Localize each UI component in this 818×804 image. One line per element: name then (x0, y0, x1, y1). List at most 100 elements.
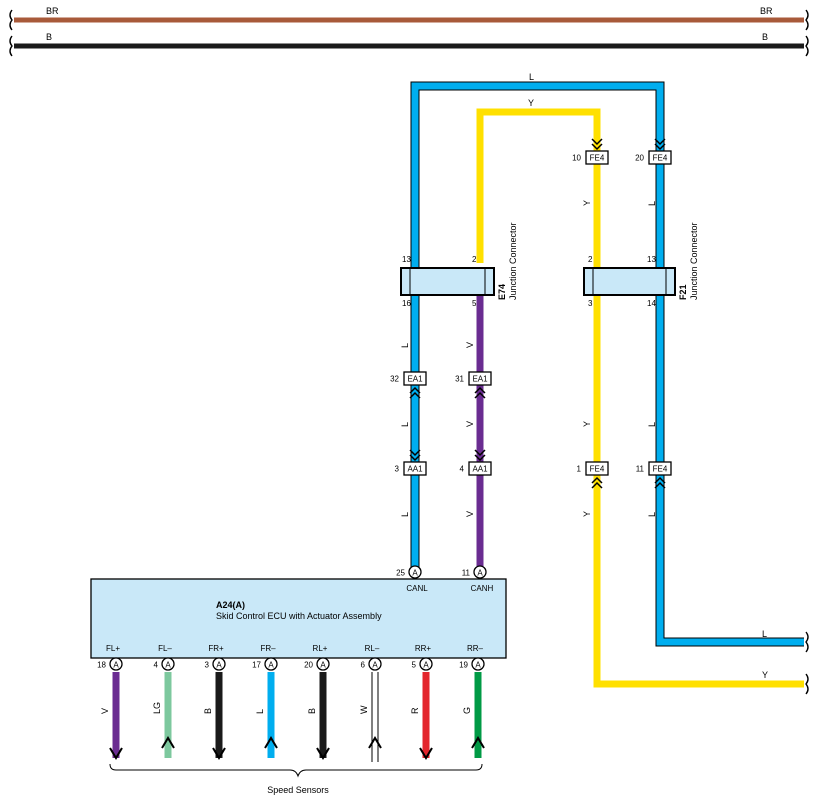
arrow-down (419, 747, 433, 760)
b-bus: B B (9, 32, 809, 57)
arrow-up (368, 736, 382, 749)
wire-color-label: L (255, 709, 265, 714)
pin-signal: CANH (471, 584, 494, 593)
pin-connector-letter: A (372, 661, 378, 670)
ecu-name: Skid Control ECU with Actuator Assembly (216, 611, 382, 621)
ea1-right-name: EA1 (472, 375, 488, 384)
wire-label-fe-y: Y (582, 200, 592, 206)
b-break-left (9, 35, 13, 57)
pin-number: 3 (205, 661, 210, 670)
pin-circle (161, 657, 175, 671)
pin-circle (419, 657, 433, 671)
sensor-wire-rl-minus: RL–A6W (359, 644, 382, 762)
y-wire (476, 108, 804, 688)
wire-label-f21-l1: L (647, 422, 657, 427)
f21-pin-14: 14 (647, 299, 656, 308)
pin-connector-letter: A (477, 569, 483, 578)
pin-number: 5 (412, 661, 417, 670)
b-label-right: B (762, 32, 768, 42)
pin-connector-letter: A (165, 661, 171, 670)
pin-circle (368, 657, 382, 671)
br-label-right: BR (760, 6, 773, 16)
connector-ea1-left: EA1 32 (390, 371, 427, 399)
wire-label-fe-l: L (647, 201, 657, 206)
wire-label-e74-l3: L (400, 512, 410, 517)
speed-sensors-label: Speed Sensors (267, 785, 329, 795)
pin-number: 17 (252, 661, 261, 670)
wire-color-label: W (359, 705, 369, 714)
wire-label-e74-l1: L (400, 343, 410, 348)
br-break-left (9, 9, 13, 31)
e74-name: Junction Connector (508, 222, 518, 300)
e74-id: E74 (497, 284, 507, 300)
pin-number: 19 (459, 661, 468, 670)
br-label-left: BR (46, 6, 59, 16)
pin-connector-letter: A (268, 661, 274, 670)
sensor-wire-rr-plus: RR+A5R (410, 644, 433, 760)
pin-number: 4 (154, 661, 159, 670)
pin-number: 25 (396, 569, 405, 578)
br-bus: BR BR (9, 6, 809, 31)
ecu-bottom-pins: FL+A18VFL–A4LGFR+A3BFR–A17LRL+A20BRL–A6W… (97, 644, 485, 762)
f21-pin-13: 13 (647, 255, 656, 264)
sensor-wire-fr-plus: FR+A3B (203, 644, 226, 760)
wire-label-f21-y2: Y (582, 511, 592, 517)
arrow-down (316, 747, 330, 760)
b-label-left: B (46, 32, 52, 42)
fe4-top-left-pin: 10 (572, 154, 581, 163)
wire-color-label: R (410, 707, 420, 714)
e74-pin-2: 2 (472, 255, 477, 264)
wire-label-f21-y1: Y (582, 421, 592, 427)
f21-pin-2: 2 (588, 255, 593, 264)
pin-number: 6 (361, 661, 366, 670)
ecu-a24: A24(A) Skid Control ECU with Actuator As… (90, 578, 507, 659)
fe4-top-left-name: FE4 (590, 154, 605, 163)
e74-pin-16: 16 (402, 299, 411, 308)
fe4-bottom-left-name: FE4 (590, 465, 605, 474)
wire-label-out-l: L (762, 629, 767, 639)
pin-connector-letter: A (423, 661, 429, 670)
aa1-right-pin: 4 (460, 465, 465, 474)
connector-fe4-top-left: FE4 10 (572, 138, 609, 165)
pin-circle (471, 657, 485, 671)
fe4-top-right-pin: 20 (635, 154, 644, 163)
connector-aa1-left: AA1 3 (395, 449, 427, 476)
connector-aa1-right: AA1 4 (460, 449, 492, 476)
y-out-break (805, 673, 809, 695)
br-break-right (805, 9, 809, 31)
e74-pin-5: 5 (472, 299, 477, 308)
f21-pin-3: 3 (588, 299, 593, 308)
pin-circle (316, 657, 330, 671)
wire-color-label: B (307, 708, 317, 714)
pin-signal: FR– (260, 644, 276, 653)
junction-connector-f21: 2 13 3 14 F21 Junction Connector (583, 222, 699, 308)
wire-label-e74-v2: V (465, 421, 475, 427)
fe4-bottom-right-name: FE4 (653, 465, 668, 474)
e74-body (400, 267, 495, 296)
wire-color-label: LG (152, 702, 162, 714)
arrow-up (264, 736, 278, 749)
aa1-right-name: AA1 (472, 465, 488, 474)
wire-label-out-y: Y (762, 670, 768, 680)
fe4-bottom-left-pin: 1 (577, 465, 582, 474)
pin-circle (473, 565, 487, 579)
connector-fe4-top-right: FE4 20 (635, 138, 672, 165)
pin-connector-letter: A (412, 569, 418, 578)
f21-id: F21 (678, 284, 688, 300)
wire-color-label: B (203, 708, 213, 714)
f21-body (583, 267, 676, 296)
aa1-left-pin: 3 (395, 465, 400, 474)
pin-signal: FL+ (106, 644, 120, 653)
sensor-wire-fr-minus: FR– A 17L (252, 644, 278, 758)
ea1-right-pin: 31 (455, 375, 464, 384)
arrow-down (212, 747, 226, 760)
pin-number: 18 (97, 661, 106, 670)
